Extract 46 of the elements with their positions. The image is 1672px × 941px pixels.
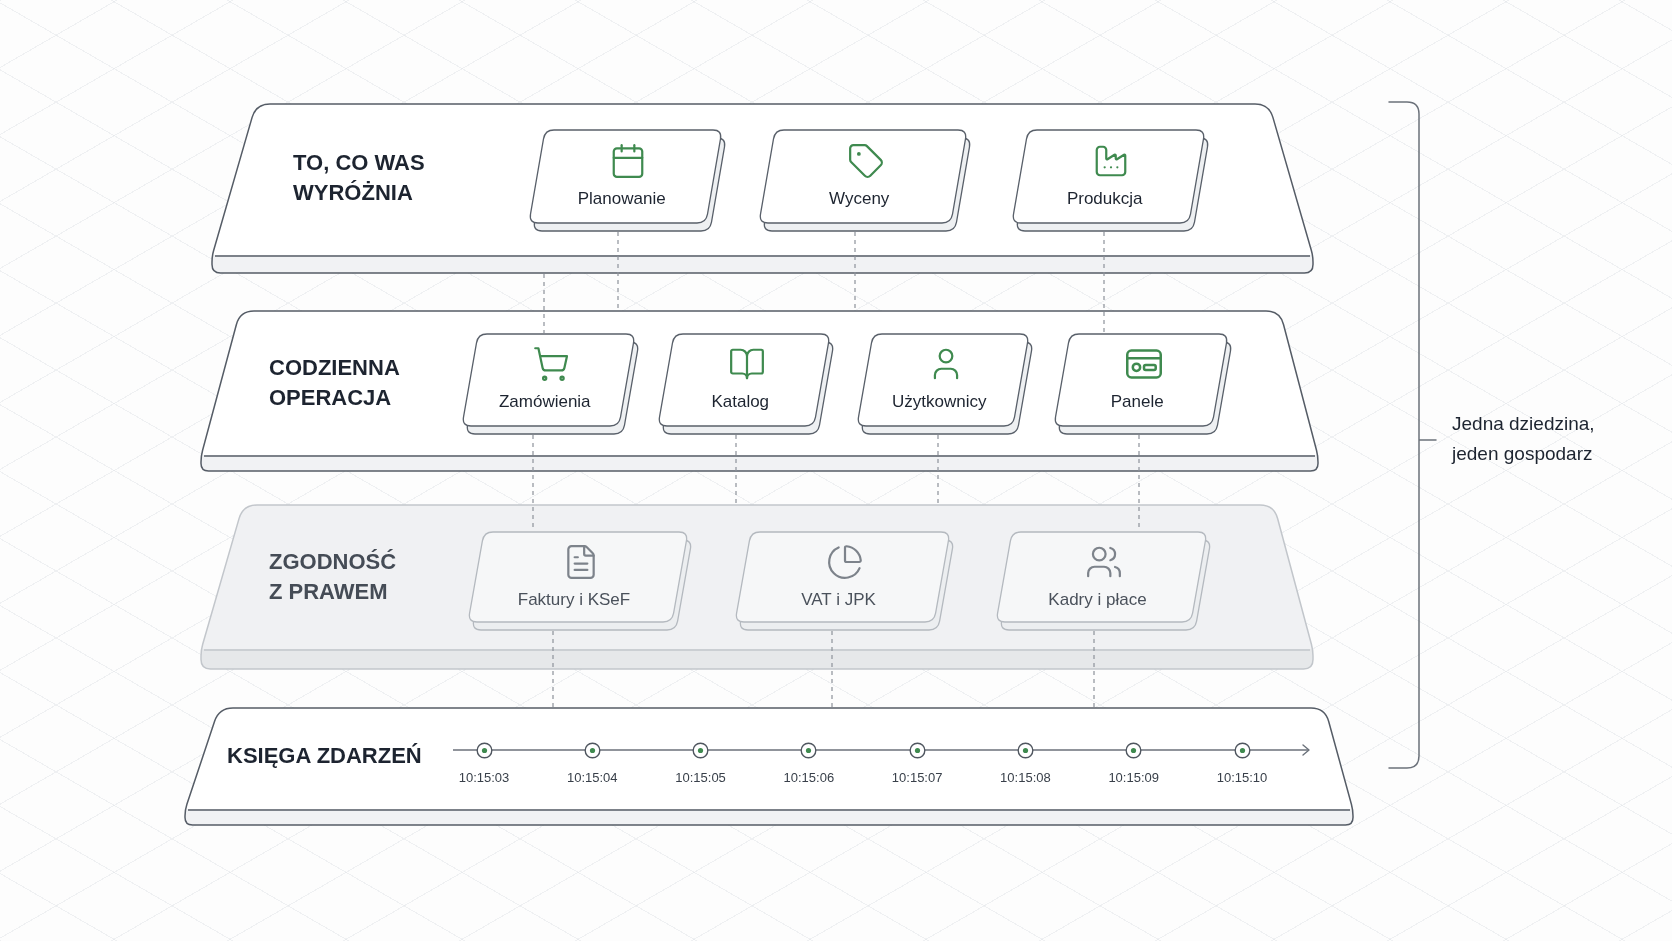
module-label: Faktury i KSeF [517, 589, 631, 611]
module-card [734, 531, 955, 631]
module-card [1011, 129, 1210, 232]
layer-platform [211, 103, 1314, 274]
module-card [1053, 333, 1233, 435]
module-card [856, 333, 1034, 435]
module-label: Katalog [711, 391, 770, 413]
timestamp: 10:15:05 [675, 770, 726, 786]
timestamp: 10:15:08 [1000, 770, 1051, 786]
timestamp: 10:15:10 [1216, 770, 1268, 786]
dashed-connector [617, 231, 619, 311]
side-note: Jedna dziedzina, jeden gospodarz [1452, 412, 1596, 466]
timestamp: 10:15:07 [891, 770, 943, 786]
dashed-connector [1103, 231, 1105, 334]
module-card [461, 333, 640, 435]
layer-platform [200, 310, 1319, 472]
dashed-connector [937, 434, 939, 505]
layer-title: KSIĘGA ZDARZEŃ [227, 742, 423, 770]
module-label: Planowanie [577, 188, 666, 210]
module-card [657, 333, 835, 435]
dashed-connector [543, 273, 545, 334]
layer-title: CODZIENNA OPERACJA [269, 354, 400, 412]
module-label: VAT i JPK [801, 589, 876, 611]
module-label: Produkcja [1066, 188, 1143, 210]
timestamp: 10:15:06 [783, 770, 835, 786]
timestamp: 10:15:09 [1108, 770, 1159, 786]
module-label: Wyceny [829, 188, 890, 210]
module-label: Panele [1110, 391, 1164, 413]
module-card [758, 129, 972, 232]
dashed-connector [854, 231, 856, 311]
layer-platform [200, 504, 1314, 670]
dashed-connector [735, 434, 737, 505]
module-card [528, 129, 727, 232]
module-label: Kadry i płace [1048, 589, 1147, 611]
dashed-connector [831, 630, 833, 708]
layer-title: TO, CO WAS WYRÓŻNIA [293, 149, 426, 207]
dashed-connector [552, 630, 554, 708]
module-label: Użytkownicy [892, 391, 987, 413]
module-card [995, 531, 1212, 631]
module-card [467, 531, 693, 631]
dashed-connector [1093, 630, 1095, 708]
layer-platform [184, 707, 1354, 826]
layer-title: ZGODNOŚĆ Z PRAWEM [269, 548, 398, 606]
module-label: Zamówienia [498, 391, 591, 413]
timestamp: 10:15:03 [458, 770, 510, 786]
timestamp: 10:15:04 [566, 770, 618, 786]
